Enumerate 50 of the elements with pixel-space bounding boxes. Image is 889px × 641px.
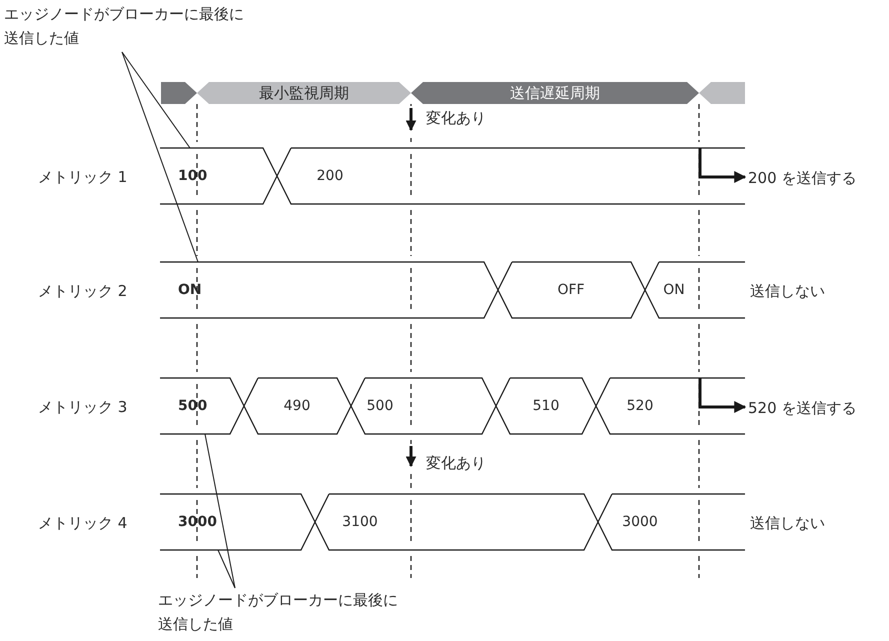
leader-line: [204, 434, 236, 588]
result-text: 520 を送信する: [748, 396, 886, 418]
value-label: 500: [178, 397, 208, 416]
bent-arrow: [698, 148, 746, 183]
value-label: 490: [284, 397, 310, 416]
bus-segment: [351, 378, 496, 434]
value-label: ON: [178, 281, 202, 300]
period-label: 送信遅延周期: [509, 83, 601, 104]
bus-segment: [315, 494, 598, 550]
callout-text: エッジノードがブローカーに最後に送信した値: [4, 2, 294, 52]
period-band: [411, 82, 699, 104]
leader-line: [122, 52, 198, 262]
value-label: 3000: [622, 513, 658, 532]
period-label: 最小監視周期: [258, 83, 350, 104]
change-note: 変化あり: [426, 453, 486, 474]
result-text: 送信しない: [750, 513, 825, 534]
callout-text: エッジノードがブローカーに最後に送信した値: [158, 588, 448, 638]
bus-segment: [498, 262, 645, 318]
leader-line: [122, 52, 190, 148]
bus-segment: [160, 494, 315, 550]
row-label: メトリック 1: [38, 167, 128, 188]
bus-segment: [277, 148, 745, 204]
row-label: メトリック 2: [38, 281, 128, 302]
bent-arrow: [698, 378, 746, 413]
value-label: 500: [366, 397, 394, 416]
result-text: 送信しない: [750, 281, 825, 302]
bus-segment: [598, 494, 745, 550]
period-band: [699, 82, 745, 104]
bus-segment: [645, 262, 745, 318]
leader-line: [218, 550, 236, 588]
bus-segment: [244, 378, 351, 434]
value-label: 100: [178, 167, 208, 186]
row-label: メトリック 3: [38, 397, 128, 418]
value-label: ON: [663, 281, 685, 300]
value-label: 3100: [342, 513, 378, 532]
bus-segment: [160, 378, 244, 434]
row-label: メトリック 4: [38, 513, 128, 534]
value-label: 520: [626, 397, 654, 416]
value-label: OFF: [557, 281, 585, 300]
result-text: 200 を送信する: [748, 166, 886, 188]
period-band: [197, 82, 411, 104]
bus-segment: [596, 378, 745, 434]
bus-segment: [496, 378, 596, 434]
change-note: 変化あり: [426, 108, 486, 129]
value-label: 200: [316, 167, 344, 186]
bus-segment: [160, 148, 277, 204]
value-label: 510: [532, 397, 560, 416]
period-band: [161, 82, 197, 104]
bus-segment: [160, 262, 498, 318]
value-label: 3000: [178, 513, 217, 532]
